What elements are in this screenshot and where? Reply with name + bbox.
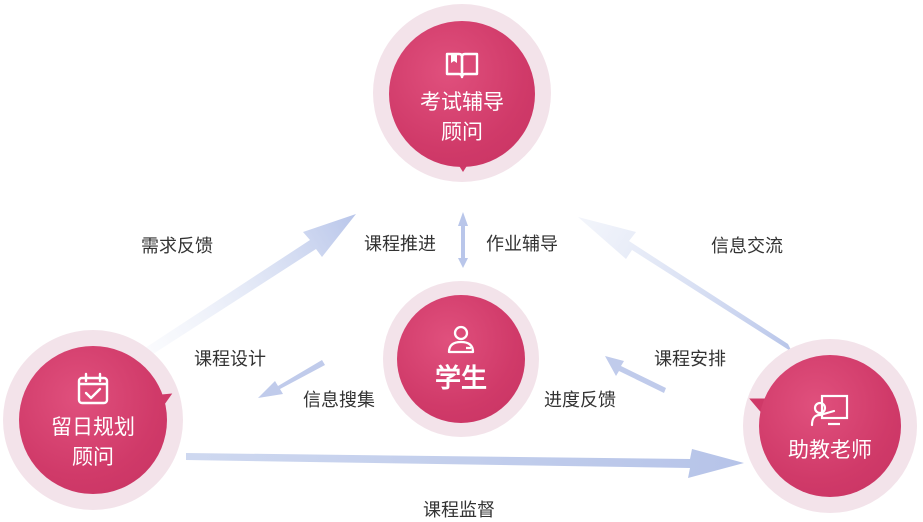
top-node[interactable]: 考试辅导 顾问 [389,21,535,167]
arrow-right-to-top [578,217,792,352]
left-node-line2: 顾问 [72,445,114,469]
user-icon [447,325,475,353]
top-node-line2: 顾问 [441,120,483,144]
arrow-top-center [458,212,468,268]
label-homework-help: 作业辅导 [486,234,558,255]
left-node-line1: 留日规划 [51,415,135,439]
right-node[interactable]: 助教老师 [759,355,901,497]
left-node[interactable]: 留日规划 顾问 [19,346,167,494]
center-node-label: 学生 [434,363,487,394]
label-progress-feedback: 进度反馈 [544,390,616,411]
right-node-line1: 助教老师 [788,438,872,462]
arrow-left-to-right [186,449,744,478]
label-course-progress: 课程推进 [364,234,436,255]
arrow-center-to-left [258,360,325,398]
book-icon [445,52,479,79]
label-need-feedback: 需求反馈 [141,236,213,257]
calendar-check-icon [77,372,109,405]
center-node[interactable]: 学生 [397,295,525,423]
arrow-right-to-center [605,356,666,393]
arrow-left-to-top [145,214,356,356]
label-course-arrange: 课程安排 [654,349,726,370]
top-node-line1: 考试辅导 [420,90,504,114]
label-course-supervise: 课程监督 [423,500,495,521]
teacher-board-icon [810,394,849,427]
label-info-collect: 信息搜集 [303,390,375,411]
label-course-design: 课程设计 [194,349,266,370]
label-info-exchange: 信息交流 [711,236,783,257]
